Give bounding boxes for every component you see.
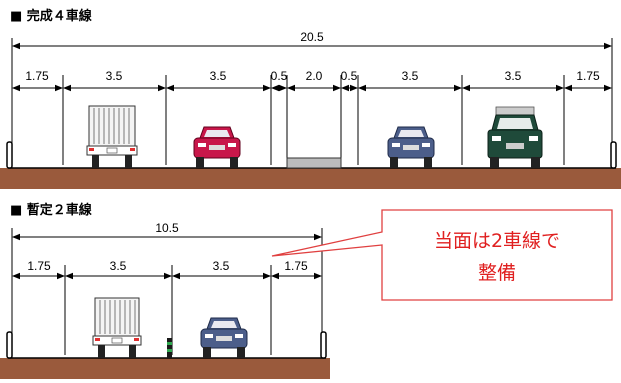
red-car-icon (193, 126, 241, 168)
median-strip (286, 157, 342, 169)
left-railing (6, 141, 13, 169)
provisional-section: ■ 暫定２車線 10.5 1.75 3.5 3.5 1.75 (0, 202, 330, 379)
width-label: 0.5 (341, 69, 358, 83)
width-label: 1.75 (25, 69, 49, 83)
blue-car-icon (200, 317, 248, 358)
callout-box: 当面は2車線で 整備 (271, 209, 613, 301)
blue-car-icon (387, 126, 435, 168)
width-label: 3.5 (110, 259, 127, 273)
truck-icon (92, 297, 142, 358)
width-label: 3.5 (210, 69, 227, 83)
segment-labels: 1.75 3.5 3.5 1.75 (27, 259, 308, 273)
right-railing (320, 331, 327, 359)
total-width-label: 20.5 (300, 30, 324, 44)
provisional-title: ■ 暫定２車線 (10, 202, 93, 218)
width-label: 1.75 (27, 259, 51, 273)
center-pole-icon (167, 338, 172, 358)
width-label: 3.5 (402, 69, 419, 83)
width-label: 3.5 (106, 69, 123, 83)
callout-line-1: 当面は2車線で (434, 230, 560, 252)
left-railing (6, 331, 13, 359)
callout-line-2: 整備 (478, 262, 516, 284)
width-label: 0.5 (271, 69, 288, 83)
ground (0, 358, 330, 379)
green-suv-icon (487, 106, 543, 168)
ground (0, 168, 621, 189)
width-label: 1.75 (576, 69, 600, 83)
complete-section: ■ 完成４車線 20.5 (0, 8, 621, 189)
complete-title: ■ 完成４車線 (10, 8, 93, 24)
total-width-label: 10.5 (155, 221, 179, 235)
right-railing (610, 141, 617, 169)
width-label: 3.5 (213, 259, 230, 273)
segment-labels: 1.75 3.5 3.5 0.5 2.0 0.5 3.5 3.5 1.75 (25, 69, 600, 83)
width-label: 2.0 (306, 69, 323, 83)
width-label: 1.75 (284, 259, 308, 273)
truck-icon (86, 105, 138, 168)
width-label: 3.5 (505, 69, 522, 83)
